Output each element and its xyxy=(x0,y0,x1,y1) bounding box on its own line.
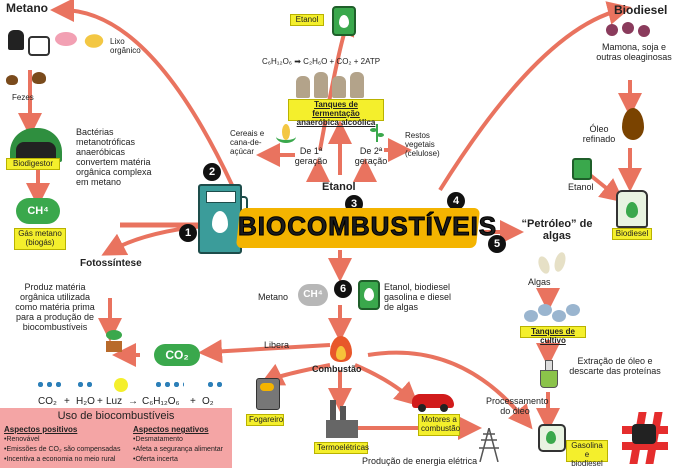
lixo-label: Lixo orgânico xyxy=(110,37,141,55)
corn-icon xyxy=(276,122,296,143)
fuel-jar-icon xyxy=(538,424,566,452)
algas-label: Algas xyxy=(528,277,551,287)
biodiesel-fontes: Mamona, soja e outras oleaginosas xyxy=(596,42,672,63)
neg-item-1: •Desmatamento xyxy=(133,436,183,443)
g1-label: De 1ª geração xyxy=(294,146,328,167)
eq-co2: CO₂ xyxy=(38,396,57,407)
g2-label: De 2ª geração xyxy=(354,146,388,167)
photosynthesis-equation-molecules xyxy=(36,378,236,392)
eq-plus-1: + xyxy=(64,396,70,407)
step-5-badge: 5 xyxy=(488,235,506,253)
tanques-cultivo-label: Tanques de cultivo xyxy=(520,326,586,345)
transmission-tower-icon xyxy=(478,427,500,463)
processamento-text: Processamento do óleo xyxy=(486,396,549,417)
gasolina-badge: Gasolina e biodiesel xyxy=(566,440,608,467)
algas-title: “Petróleo” de algas xyxy=(521,218,593,243)
biodiesel-title: Biodiesel xyxy=(614,3,668,17)
fotossintese-title: Fotossíntese xyxy=(80,258,142,269)
main-title-banner: BIOCOMBUSTÍVEIS xyxy=(235,208,498,248)
person-icon xyxy=(8,30,24,50)
biodigestor-icon xyxy=(10,128,62,162)
main-title: BIOCOMBUSTÍVEIS xyxy=(238,211,498,242)
neg-item-2: •Afeta a segurança alimentar xyxy=(133,446,224,453)
fermentation-formula: C₆H₁₂O₆ ➡ C₂H₆O + CO₂ + 2ATP xyxy=(262,57,381,66)
libera-label: Libera xyxy=(264,340,290,350)
biodigestor-label: Biodigestor xyxy=(6,158,60,170)
etanol-top-label: Etanol xyxy=(290,14,324,26)
cultivation-tanks-icon xyxy=(524,302,580,324)
fotossintese-text: Produz matéria orgânica utilizada como m… xyxy=(15,282,95,333)
stove-icon xyxy=(256,378,280,410)
cereais-label: Cereais e cana-de-açúcar xyxy=(230,129,265,156)
neg-item-3: •Oferta incerta xyxy=(133,456,178,463)
co2-cloud: CO₂ xyxy=(154,344,200,366)
uso-panel: Uso de biocombustíveis Aspectos positivo… xyxy=(0,408,232,468)
tanques-fermentacao-label: Tanques de fermentação anaeróbica alcoól… xyxy=(288,99,384,126)
hashtag-logo-icon xyxy=(620,412,670,464)
combustao-label: Combustão xyxy=(312,364,362,374)
feces-icon xyxy=(6,75,18,85)
etanol-label: Etanol xyxy=(322,181,356,193)
ethanol-pump-icon xyxy=(572,158,592,180)
algae-icon xyxy=(535,251,575,276)
center-pump-icon xyxy=(358,280,380,310)
eq-arrow: → xyxy=(128,396,138,407)
fuel-pump-icon xyxy=(198,184,248,254)
tower-svg xyxy=(479,427,499,463)
biogas-label: Gás metano (biogás) xyxy=(14,228,66,250)
eq-glucose: C₆H₁₂O₆ xyxy=(142,396,180,407)
oil-drop-icon xyxy=(622,108,644,140)
bacterias-text: Bactérias metanotróficas anaeróbicas con… xyxy=(76,127,152,188)
termo-label: Termoelétricas xyxy=(314,442,369,454)
pos-item-2: •Emissões de CO₂ são compensadas xyxy=(4,446,121,453)
plant-icon xyxy=(104,330,124,352)
eq-luz: Luz xyxy=(106,396,123,407)
neg-title: Aspectos negativos xyxy=(133,425,209,434)
oilseed-plants-icon xyxy=(606,22,650,38)
eq-o2: O₂ xyxy=(202,396,214,407)
fezes-label: Fezes xyxy=(12,93,34,102)
eq-h2o: H₂O xyxy=(76,396,95,407)
metano-title: Metano xyxy=(6,1,48,15)
flask-icon xyxy=(540,360,558,388)
eq-plus-3: + xyxy=(190,396,196,407)
energia-label: Produção de energia elétrica xyxy=(362,456,478,466)
pos-title: Aspectos positivos xyxy=(4,425,78,434)
tanks-icon xyxy=(296,72,366,98)
car-icon xyxy=(412,394,454,412)
fogareiro-label: Fogareiro xyxy=(246,414,284,426)
step-6-badge: 6 xyxy=(334,280,352,298)
step-1-badge: 1 xyxy=(179,224,197,242)
eq-plus-2: + xyxy=(97,396,103,407)
feces-icon-2 xyxy=(32,72,46,84)
center-produtos: Etanol, biodiesel gasolina e diesel de a… xyxy=(384,282,452,313)
biodiesel-badge: Biodiesel xyxy=(612,228,652,240)
pos-item-3: •Incentiva a economia no meio rural xyxy=(4,456,116,463)
fuel-nozzle-icon xyxy=(332,6,356,36)
sprout-icon xyxy=(370,124,384,142)
restos-label: Restos vegetais (celulose) xyxy=(405,131,440,158)
step-4-badge: 4 xyxy=(447,192,465,210)
pig-icon xyxy=(55,32,77,46)
power-plant-icon xyxy=(326,400,358,438)
fire-icon xyxy=(330,336,352,362)
center-ch4-cloud: CH⁴ xyxy=(298,284,328,306)
extracao-text: Extração de óleo e descarte das proteína… xyxy=(569,356,661,377)
biodiesel-jar-icon xyxy=(616,190,648,228)
uso-title: Uso de biocombustíveis xyxy=(57,410,175,422)
ch4-cloud: CH⁴ xyxy=(16,198,60,224)
motores-label: Motores a combustão xyxy=(418,414,460,436)
center-metano-label: Metano xyxy=(258,292,289,302)
pos-item-1: •Renovável xyxy=(4,436,40,443)
oleo-label: Óleo refinado xyxy=(582,124,616,145)
biodiesel-etanol-label: Etanol xyxy=(568,182,594,192)
step-2-badge: 2 xyxy=(203,163,221,181)
toilet-icon xyxy=(28,36,50,56)
